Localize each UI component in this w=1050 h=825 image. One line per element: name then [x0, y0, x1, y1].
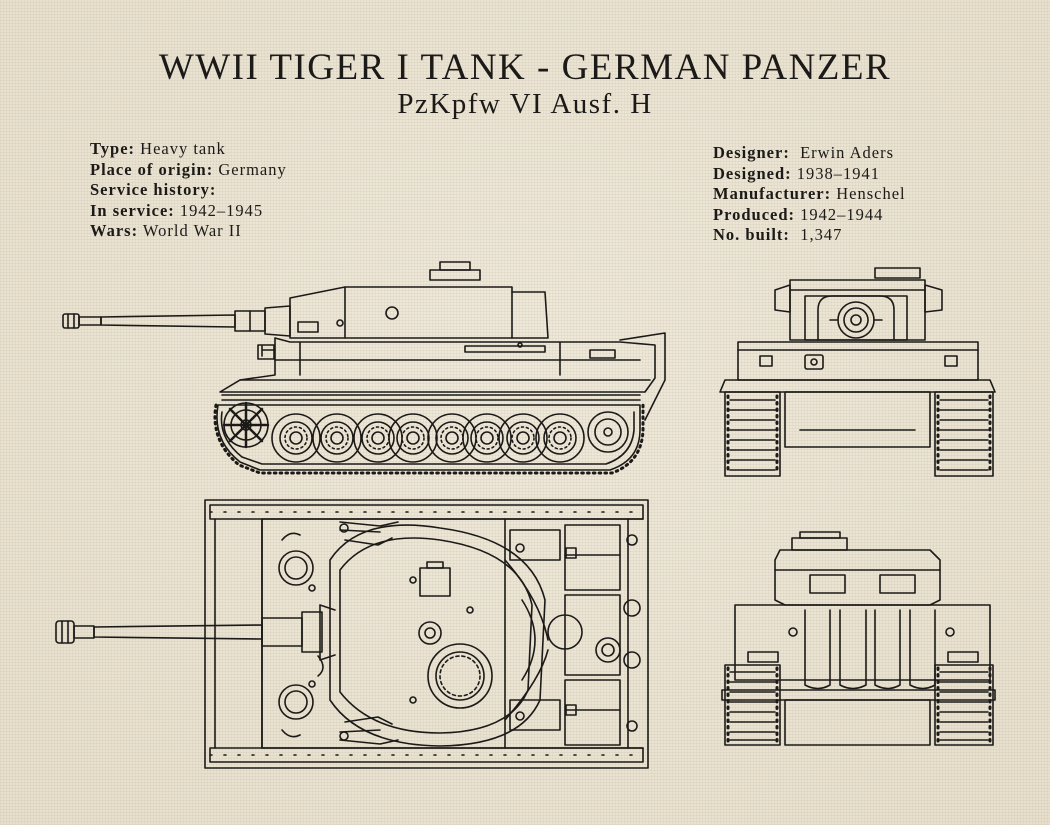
road-wheel [499, 414, 547, 462]
top-front-deck [279, 533, 323, 736]
road-wheel [313, 414, 361, 462]
spec-origin: Place of origin: Germany [90, 159, 287, 179]
top-gun-barrel [56, 612, 322, 652]
spec-manufacturer: Manufacturer: Henschel [713, 184, 906, 203]
spec-produced: Produced: 1942–1944 [713, 204, 884, 224]
top-engine-deck [505, 519, 643, 748]
road-wheel [272, 414, 320, 462]
front-view [720, 268, 995, 476]
side-road-wheels [224, 403, 628, 462]
front-turret [775, 268, 942, 340]
spec-type: Type: Heavy tank [90, 139, 226, 158]
side-hull [220, 333, 665, 420]
road-wheel [463, 414, 511, 462]
top-tools [340, 522, 398, 744]
side-turret [290, 262, 548, 347]
top-turret [320, 525, 545, 746]
specs-left: Type: Heavy tank Place of origin: German… [90, 139, 287, 242]
top-view [56, 500, 648, 768]
spec-in-service: In service: 1942–1945 [90, 200, 264, 220]
drive-sprocket [224, 403, 268, 447]
front-right-track [935, 392, 993, 476]
side-view [63, 262, 665, 473]
top-hull-outline [205, 500, 648, 768]
specs-right: Designer: Erwin Aders Designed: 1938–194… [713, 143, 906, 246]
rear-view [722, 532, 995, 745]
blueprint-title: WWII TIGER I TANK - GERMAN PANZER [158, 47, 892, 88]
rear-turret [775, 532, 940, 605]
front-left-track [725, 392, 780, 476]
spec-designed: Designed: 1938–1941 [713, 163, 881, 183]
spec-wars: Wars: World War II [90, 221, 242, 240]
spec-number-built: No. built: 1,347 [713, 225, 843, 244]
side-track [215, 395, 643, 473]
front-hull [720, 342, 995, 447]
rear-right-track [935, 665, 993, 745]
side-gun-barrel [63, 306, 290, 336]
rear-hull [722, 605, 995, 700]
rear-lower-hull [785, 700, 930, 745]
spec-designer: Designer: Erwin Aders [713, 143, 895, 162]
idler-wheel [588, 412, 628, 452]
blueprint-subtitle: PzKpfw VI Ausf. H [397, 88, 653, 120]
rear-left-track [725, 665, 780, 745]
road-wheel [536, 414, 584, 462]
road-wheel [389, 414, 437, 462]
spec-service-history: Service history: [90, 180, 217, 199]
